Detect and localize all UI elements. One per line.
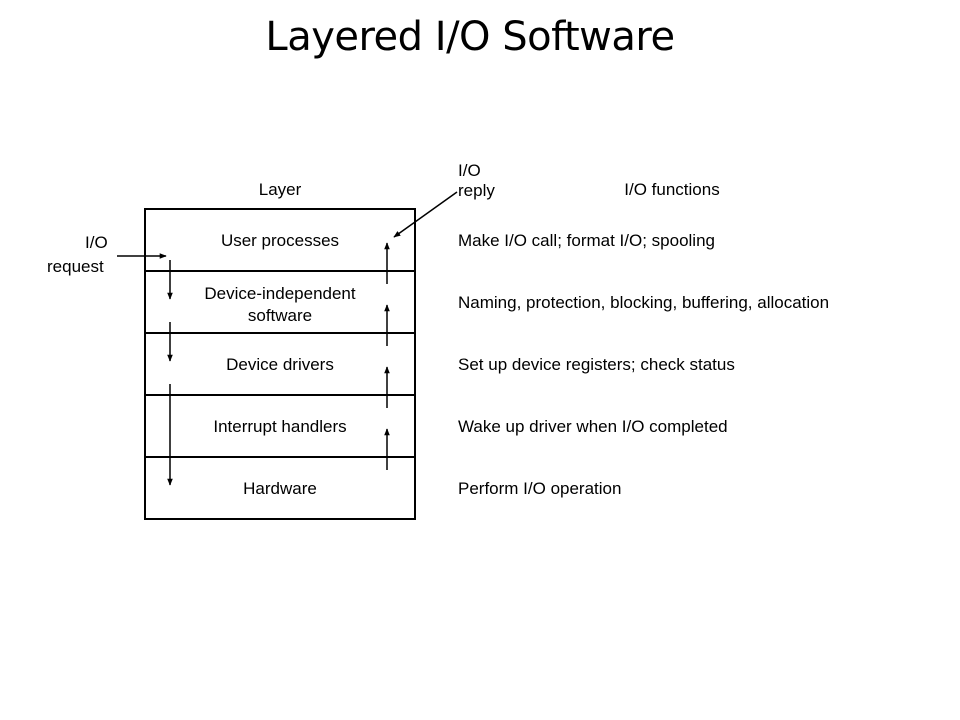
functions-header: I/O functions xyxy=(624,180,719,199)
function-hardware: Perform I/O operation xyxy=(458,479,621,498)
function-user-processes: Make I/O call; format I/O; spooling xyxy=(458,231,715,250)
layer-name-user-processes: User processes xyxy=(221,231,339,250)
request-label-line2: request xyxy=(47,257,104,276)
reply-label-line1: I/O xyxy=(458,161,481,180)
reply-arrow xyxy=(393,191,458,238)
layer-stack-frame xyxy=(144,208,416,520)
layer-stack xyxy=(144,208,416,520)
layer-name-device-independent-line1: Device-independent xyxy=(204,284,355,303)
layer-name-device-drivers: Device drivers xyxy=(226,355,334,374)
reply-label-line2: reply xyxy=(458,181,495,200)
function-device-drivers: Set up device registers; check status xyxy=(458,355,735,374)
layer-name-hardware: Hardware xyxy=(243,479,317,498)
layer-name-device-independent-line2: software xyxy=(248,306,312,325)
layer-header: Layer xyxy=(259,180,302,199)
function-interrupt-handlers: Wake up driver when I/O completed xyxy=(458,417,728,436)
function-device-independent: Naming, protection, blocking, buffering,… xyxy=(458,293,829,312)
page-title: Layered I/O Software xyxy=(265,14,675,60)
request-label-line1: I/O xyxy=(85,233,108,252)
layer-name-interrupt-handlers: Interrupt handlers xyxy=(213,417,346,436)
